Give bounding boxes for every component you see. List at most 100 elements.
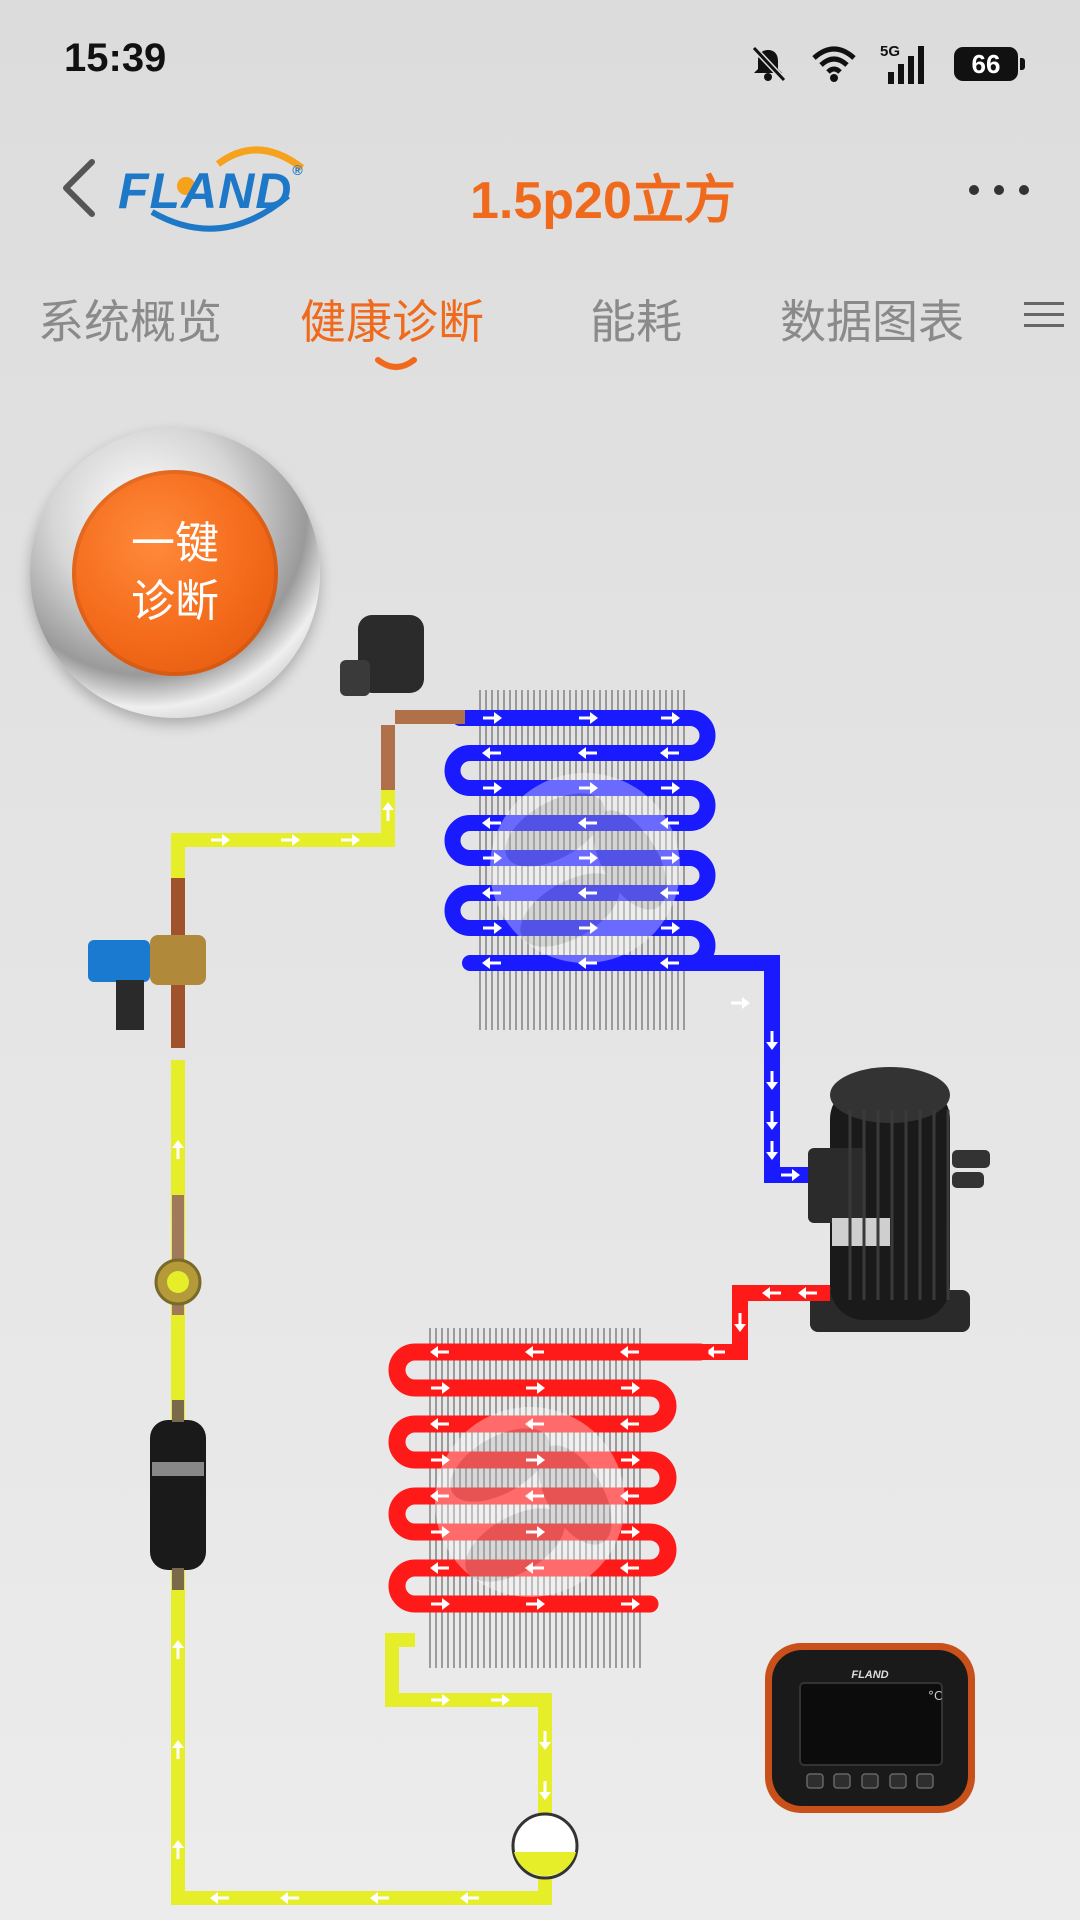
back-arrow-icon[interactable] xyxy=(50,148,110,228)
controller-key xyxy=(889,1773,907,1789)
filter-drier-body xyxy=(150,1420,206,1570)
liquid-flow-arrow-head xyxy=(370,1892,378,1904)
evaporator-flow-arrow xyxy=(660,887,679,899)
liquid-flow-arrow-head xyxy=(292,834,300,846)
evaporator-fan-blade xyxy=(505,793,605,867)
condenser-flow-arrow xyxy=(431,1526,450,1538)
tab-data-charts[interactable]: 数据图表 xyxy=(780,295,964,349)
condenser-flow-arrow xyxy=(620,1562,639,1574)
status-bar: 15:39 5G 66 xyxy=(0,0,1080,110)
evaporator-flow-arrow-head xyxy=(578,817,586,829)
evaporator-flow-arrow xyxy=(579,922,598,934)
condenser-flow-arrow xyxy=(525,1346,544,1358)
more-dots-icon[interactable] xyxy=(964,170,1034,210)
liquid-flow-arrow-head xyxy=(460,1892,468,1904)
condenser-flow-arrow xyxy=(525,1490,544,1502)
condenser-flow-arrow-head xyxy=(537,1454,545,1466)
condenser-flow-arrow-head xyxy=(632,1382,640,1394)
condenser-flow-arrow-head xyxy=(620,1346,628,1358)
liquid-flow-arrow xyxy=(280,1892,299,1904)
controller-unit-text: °C xyxy=(928,1689,942,1703)
suction-flow-arrow xyxy=(766,1031,778,1050)
app-header: FLAND® 1.5p20立方 xyxy=(0,120,1080,260)
tab-health-diagnosis[interactable]: 健康诊断 xyxy=(300,295,484,349)
suction-flow-arrow-head xyxy=(766,1082,778,1090)
sight-glass xyxy=(154,1195,202,1315)
suction-flow-arrow xyxy=(766,1141,778,1160)
evaporator-flow-arrow-head xyxy=(494,712,502,724)
suction-flow-arrow xyxy=(766,1071,778,1090)
condenser-fan-blade xyxy=(450,1428,550,1502)
condenser-fan-disc xyxy=(435,1407,625,1597)
temperature-controller: FLAND °C xyxy=(765,1643,975,1813)
suction-flow-arrow xyxy=(731,997,750,1009)
status-icons: 5G 66 xyxy=(748,42,1025,86)
liquid-flow-arrow-head xyxy=(172,1740,184,1748)
liquid-flow-arrow-head xyxy=(352,834,360,846)
signal-5g-icon: 5G xyxy=(880,43,924,84)
mute-bell-icon xyxy=(751,45,787,83)
discharge-flow-arrow-head xyxy=(798,1287,806,1299)
suction-line xyxy=(690,955,808,1183)
logo-swoosh-icon xyxy=(150,146,305,232)
suction-flow-arrow-head xyxy=(766,1042,778,1050)
discharge-flow-arrow xyxy=(734,1313,746,1332)
evaporator-flow-arrow xyxy=(661,782,680,794)
evaporator-flow-arrow xyxy=(482,817,501,829)
controller-brand-text: FLAND xyxy=(851,1669,888,1681)
evaporator-flow-arrow xyxy=(482,887,501,899)
evaporator-flow-arrow-head xyxy=(482,817,490,829)
fan-icon xyxy=(435,1407,625,1597)
condenser-flow-arrow xyxy=(431,1382,450,1394)
evaporator-flow-arrow xyxy=(483,782,502,794)
compressor xyxy=(808,1067,990,1332)
evaporator-flow-arrow xyxy=(578,817,597,829)
condenser-flow-arrow xyxy=(430,1346,449,1358)
menu-icon[interactable] xyxy=(1024,294,1064,338)
evaporator-flow-arrow xyxy=(661,852,680,864)
condenser-flow-arrow xyxy=(430,1562,449,1574)
liquid-flow-arrow-head xyxy=(539,1742,551,1750)
evaporator-flow-arrow xyxy=(660,817,679,829)
evaporator-flow-arrow-head xyxy=(494,852,502,864)
tab-system-overview[interactable]: 系统概览 xyxy=(38,295,222,349)
condenser-flow-arrow xyxy=(431,1598,450,1610)
condenser-flow-arrow-head xyxy=(525,1346,533,1358)
liquid-flow-arrow xyxy=(341,834,360,846)
condenser-flow-arrow xyxy=(430,1418,449,1430)
condenser-flow-arrow xyxy=(620,1418,639,1430)
expansion-valve-head xyxy=(358,615,424,693)
condenser-flow-arrow-head xyxy=(430,1562,438,1574)
tab-energy[interactable]: 能耗 xyxy=(590,295,682,349)
liquid-flow-arrow xyxy=(539,1781,551,1800)
filter-drier-label xyxy=(152,1462,204,1476)
suction-flow-arrow-head xyxy=(742,997,750,1009)
evaporator-flow-arrow xyxy=(482,747,501,759)
condenser-flow-arrow xyxy=(620,1346,639,1358)
expansion-valve xyxy=(340,615,465,790)
evaporator-flow-arrow xyxy=(660,957,679,969)
evaporator-flow-arrow xyxy=(661,922,680,934)
page-title: 1.5p20立方 xyxy=(470,172,736,230)
liquid-flow-arrow xyxy=(370,1892,389,1904)
receiver-liquid-level xyxy=(514,1852,576,1877)
one-click-diagnose-button[interactable]: 一键诊断 xyxy=(30,428,320,718)
compressor-terminal-box xyxy=(808,1148,866,1223)
battery-level: 66 xyxy=(971,48,1001,79)
compressor-port xyxy=(952,1150,990,1168)
battery-icon: 66 xyxy=(954,47,1025,81)
liquid-flow-arrow-head xyxy=(172,1840,184,1848)
liquid-flow-arrow xyxy=(281,834,300,846)
evaporator-flow-arrow-head xyxy=(660,957,668,969)
evaporator-flow-arrow xyxy=(483,852,502,864)
suction-flow-arrow xyxy=(781,1169,800,1181)
condenser-flow-arrow xyxy=(621,1454,640,1466)
liquid-flow-arrow xyxy=(172,1140,184,1159)
condenser-flow-arrow-head xyxy=(525,1418,533,1430)
condenser-flow-arrow-head xyxy=(430,1346,438,1358)
liquid-flow-arrow xyxy=(539,1731,551,1750)
evaporator-fan-blade xyxy=(593,810,667,910)
condenser-flow-arrow xyxy=(430,1490,449,1502)
compressor-label-plate xyxy=(832,1218,890,1246)
compressor-port xyxy=(952,1172,984,1188)
